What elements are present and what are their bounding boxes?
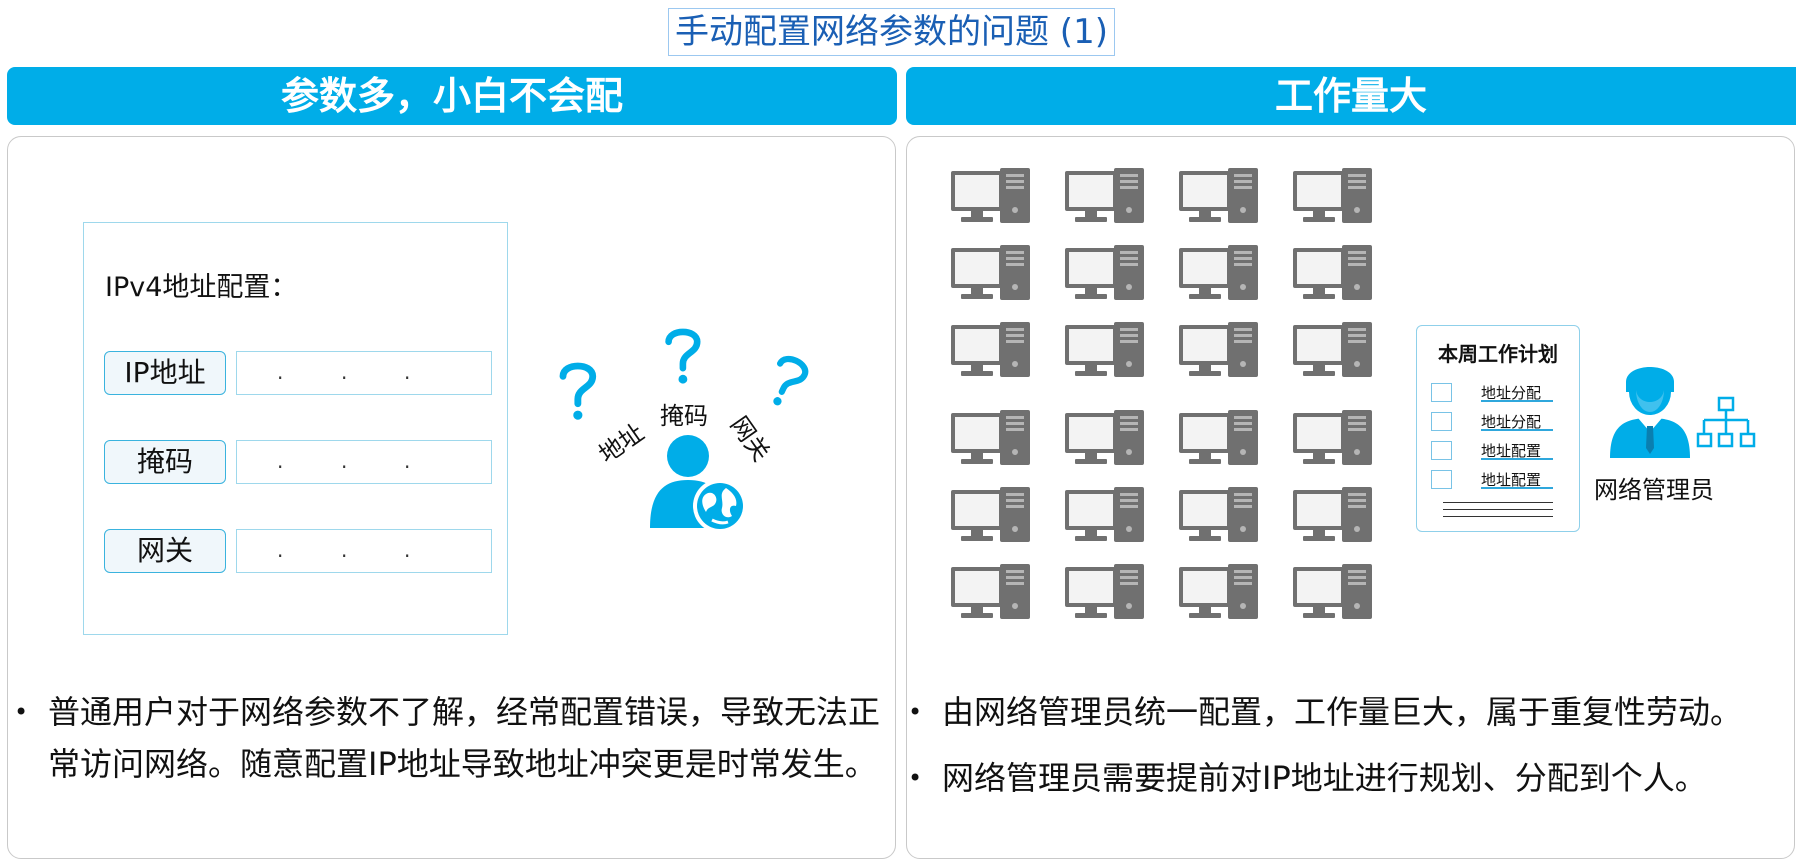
user-globe-icon	[650, 435, 747, 533]
network-topology-icon	[1696, 396, 1756, 448]
desktop-computer-icon	[1293, 410, 1372, 465]
right-bullet-list: 由网络管理员统一配置，工作量巨大，属于重复性劳动。 网络管理员需要提前对IP地址…	[908, 686, 1788, 804]
left-bullet-list: 普通用户对于网络参数不了解，经常配置错误，导致无法正常访问网络。随意配置IP地址…	[14, 686, 894, 790]
desktop-computer-icon	[951, 410, 1030, 465]
octet-separator: ·	[341, 366, 348, 390]
plan-item-text: 地址分配	[1481, 384, 1542, 402]
mask-label: 掩码	[104, 440, 226, 484]
desktop-computer-icon	[951, 564, 1030, 619]
desktop-computer-icon	[1065, 410, 1144, 465]
plan-item: 地址分配	[1431, 412, 1561, 432]
desktop-computer-icon	[951, 168, 1030, 223]
plan-item: 地址配置	[1431, 470, 1561, 490]
plan-item: 地址分配	[1431, 383, 1561, 403]
desktop-computer-icon	[1179, 168, 1258, 223]
ip-address-label: IP地址	[104, 351, 226, 395]
right-bullet-2: 网络管理员需要提前对IP地址进行规划、分配到个人。	[908, 752, 1788, 804]
octet-separator: ·	[341, 544, 348, 568]
octet-separator: ·	[404, 455, 411, 479]
question-mark-icon	[758, 352, 818, 410]
question-mark-icon	[553, 358, 605, 422]
desktop-computer-icon	[1065, 168, 1144, 223]
desktop-computer-icon	[1293, 168, 1372, 223]
plan-line	[1443, 502, 1553, 503]
gateway-label: 网关	[104, 529, 226, 573]
form-title: IPv4地址配置：	[105, 272, 298, 303]
left-header: 参数多，小白不会配	[7, 67, 897, 125]
desktop-computer-icon	[1065, 487, 1144, 542]
checkbox-icon	[1431, 470, 1452, 489]
ipv4-config-form: IPv4地址配置： IP地址 · · · 掩码 · · · 网关 · · ·	[83, 222, 508, 635]
octet-separator: ·	[277, 544, 284, 568]
confusion-label-mask: 掩码	[660, 402, 708, 430]
network-admin-icon	[1610, 367, 1690, 458]
plan-title: 本周工作计划	[1438, 342, 1558, 366]
desktop-computer-icon	[1179, 322, 1258, 377]
octet-separator: ·	[277, 455, 284, 479]
checkbox-icon	[1431, 441, 1452, 460]
checkbox-icon	[1431, 383, 1452, 402]
plan-item-text: 地址配置	[1481, 471, 1542, 489]
plan-item-underline	[1481, 400, 1553, 402]
desktop-computer-icon	[1293, 322, 1372, 377]
plan-item-underline	[1481, 458, 1553, 460]
desktop-computer-icon	[951, 245, 1030, 300]
desktop-computer-icon	[951, 322, 1030, 377]
weekly-work-plan: 本周工作计划 地址分配 地址分配 地址配置 地址配置	[1416, 325, 1580, 532]
desktop-computer-icon	[1179, 564, 1258, 619]
desktop-computer-icon	[1179, 245, 1258, 300]
admin-label: 网络管理员	[1594, 476, 1714, 504]
right-bullet-1: 由网络管理员统一配置，工作量巨大，属于重复性劳动。	[908, 686, 1788, 738]
octet-separator: ·	[341, 455, 348, 479]
left-bullet-1: 普通用户对于网络参数不了解，经常配置错误，导致无法正常访问网络。随意配置IP地址…	[14, 686, 894, 790]
ip-address-input[interactable]: · · ·	[236, 351, 492, 395]
desktop-computer-icon	[1065, 564, 1144, 619]
question-mark-icon	[662, 322, 706, 388]
desktop-computer-icon	[1179, 410, 1258, 465]
plan-line	[1443, 509, 1553, 510]
plan-item-text: 地址分配	[1481, 413, 1542, 431]
plan-item-underline	[1481, 429, 1553, 431]
desktop-computer-icon	[951, 487, 1030, 542]
plan-item-underline	[1481, 487, 1553, 489]
plan-item: 地址配置	[1431, 441, 1561, 461]
desktop-computer-icon	[1179, 487, 1258, 542]
desktop-computer-icon	[1293, 487, 1372, 542]
checkbox-icon	[1431, 412, 1452, 431]
page-title: 手动配置网络参数的问题 (1)	[668, 8, 1115, 56]
gateway-input[interactable]: · · ·	[236, 529, 492, 573]
octet-separator: ·	[277, 366, 284, 390]
plan-item-text: 地址配置	[1481, 442, 1542, 460]
plan-line	[1443, 516, 1553, 517]
desktop-computer-icon	[1293, 245, 1372, 300]
right-header: 工作量大	[906, 67, 1796, 125]
desktop-computer-icon	[1065, 322, 1144, 377]
octet-separator: ·	[404, 544, 411, 568]
desktop-computer-icon	[1065, 245, 1144, 300]
octet-separator: ·	[404, 366, 411, 390]
desktop-computer-icon	[1293, 564, 1372, 619]
mask-input[interactable]: · · ·	[236, 440, 492, 484]
